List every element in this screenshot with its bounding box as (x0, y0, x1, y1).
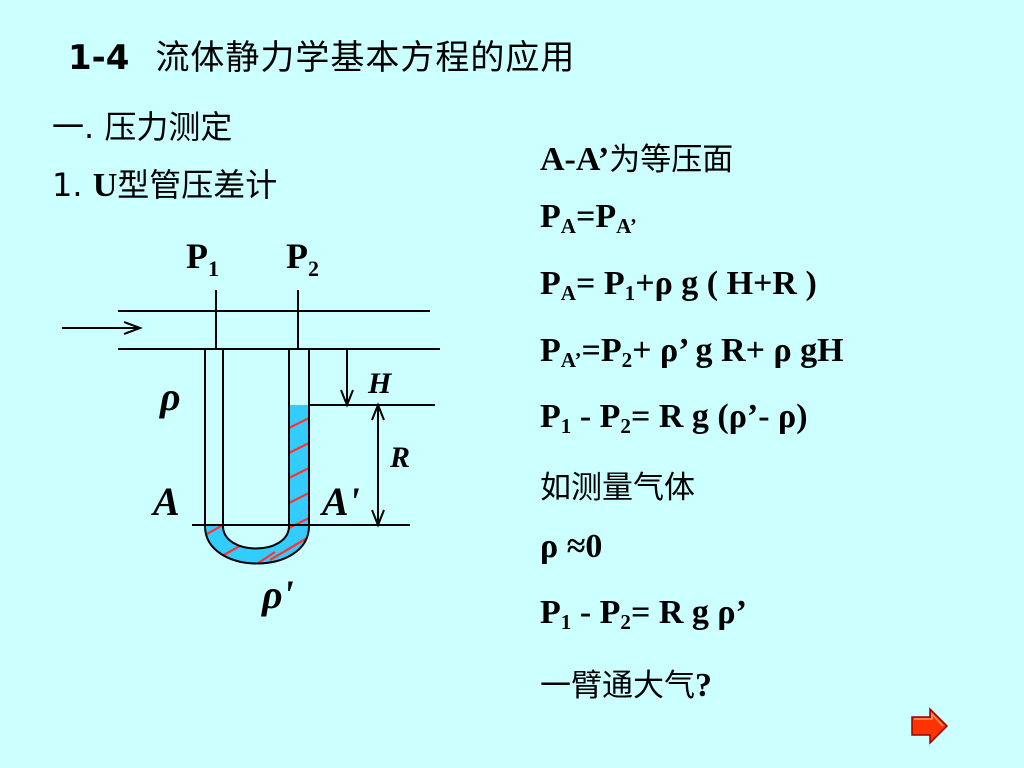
equation-line-7: ρ ≈0 (540, 528, 603, 565)
title-text: 流体静力学基本方程的应用 (155, 38, 576, 78)
a-prime-label: A' (319, 479, 360, 524)
r-dimension (371, 402, 385, 528)
equation-line-1: A-A’为等压面 (540, 141, 734, 178)
equation-line-2: PA=PA’ (540, 198, 637, 238)
subsection-number: 1. (52, 166, 83, 204)
a-label: A (150, 479, 180, 524)
equation-line-5: P1 - P2= R g (ρ’- ρ) (540, 398, 808, 438)
rho-prime-label: ρ' (261, 572, 294, 617)
p1-label: P1 (186, 236, 219, 281)
page-title: 1-4 流体静力学基本方程的应用 (68, 30, 575, 79)
subsection-letter: U (92, 167, 118, 204)
title-number: 1-4 (68, 38, 130, 78)
subsection-heading: 1. U型管压差计 (52, 160, 277, 206)
equation-line-4: PA’=P2+ ρ’ g R+ ρ gH (540, 332, 844, 372)
flow-arrow-icon (62, 321, 143, 335)
equation-line-9: 一臂通大气? (540, 667, 712, 704)
p2-label: P2 (286, 236, 319, 281)
equation-line-8: P1 - P2= R g ρ’ (540, 594, 747, 634)
indicating-liquid (205, 405, 309, 564)
equation-line-3: PA= P1+ρ g ( H+R ) (540, 265, 817, 305)
next-slide-arrow-icon[interactable] (910, 706, 950, 746)
subsection-text: 型管压差计 (117, 166, 278, 204)
r-label: R (389, 441, 410, 474)
rho-label: ρ (159, 374, 181, 419)
h-label: H (367, 367, 393, 400)
h-dimension (340, 349, 354, 408)
section-heading: 一. 压力测定 (52, 108, 233, 146)
equation-line-6: 如测量气体 (540, 470, 695, 506)
